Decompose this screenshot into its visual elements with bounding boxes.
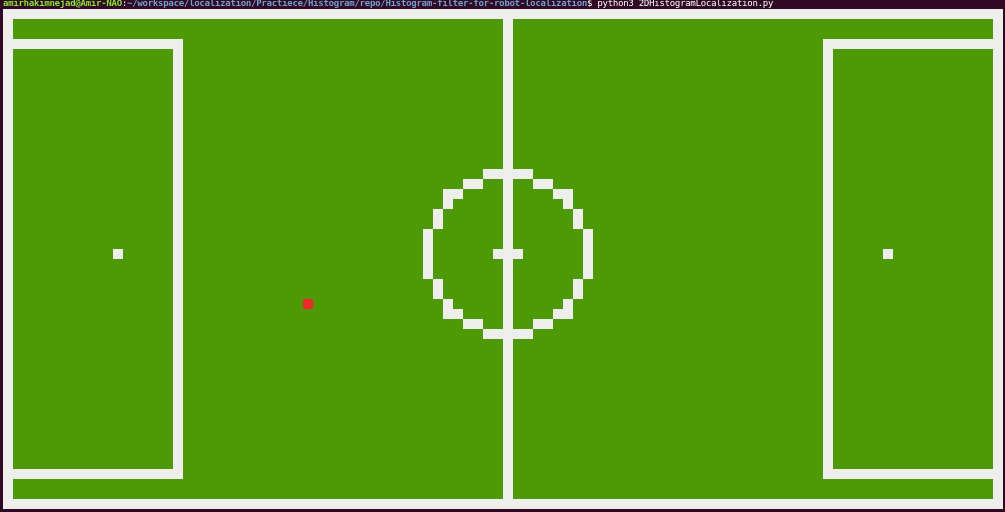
right-box-side bbox=[823, 39, 833, 479]
prompt-command: python3 2DHistogramLocalization.py bbox=[597, 0, 774, 9]
left-box-bottom bbox=[3, 469, 183, 479]
center-circle bbox=[423, 169, 593, 339]
terminal-prompt-line: amirhakimnejad@Amir-NAO:~/workspace/loca… bbox=[3, 0, 773, 10]
right-penalty-spot bbox=[883, 249, 893, 259]
field-lines bbox=[3, 9, 1003, 509]
left-box-top bbox=[3, 39, 183, 49]
center-spot bbox=[493, 249, 523, 259]
right-box-bottom bbox=[823, 469, 1003, 479]
prompt-symbol: $ bbox=[587, 0, 598, 9]
prompt-user-host: amirhakimnejad@Amir-NAO bbox=[3, 0, 122, 9]
left-box-side bbox=[173, 39, 183, 479]
soccer-field-svg bbox=[3, 9, 1003, 509]
left-boundary-line bbox=[3, 9, 13, 509]
right-boundary-line bbox=[993, 9, 1003, 509]
prompt-cwd: ~/workspace/localization/Practiece/Histo… bbox=[127, 0, 588, 9]
left-penalty-spot bbox=[113, 249, 123, 259]
prompt-separator: : bbox=[121, 0, 128, 9]
right-box-top bbox=[823, 39, 1003, 49]
soccer-field-canvas bbox=[3, 9, 1003, 509]
robot-position-marker bbox=[303, 299, 313, 309]
